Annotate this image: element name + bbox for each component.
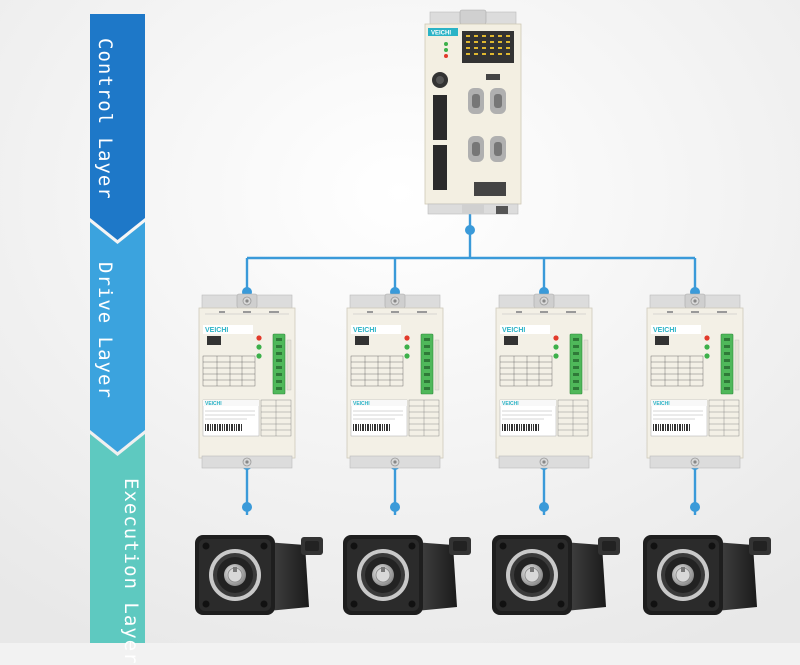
controller-brand: VEICHI (431, 31, 451, 37)
servo-motor-3 (491, 534, 621, 616)
servo-motor-2 (342, 534, 472, 616)
drive-label-brand: VEICHI (653, 401, 670, 407)
connector-dot (465, 225, 475, 235)
drive-brand: VEICHI (205, 327, 228, 334)
execution-layer-label-line1: Execution (120, 478, 142, 590)
drive-label-brand: VEICHI (205, 401, 222, 407)
connector-dot (539, 502, 549, 512)
drive-brand: VEICHI (502, 327, 525, 334)
connector-dot (690, 502, 700, 512)
servo-drive-4: VEICHI VEICHI (647, 294, 743, 468)
execution-layer-label-line2: Layer (120, 602, 142, 665)
servo-drive-2: VEICHI VEICHI (347, 294, 443, 468)
drive-brand: VEICHI (653, 327, 676, 334)
servo-drive-1: VEICHI VEICHI (199, 294, 295, 468)
execution-layer-band (90, 434, 145, 643)
drive-layer-band (90, 222, 145, 452)
connector-dot (242, 502, 252, 512)
layer-bands (90, 14, 145, 643)
drive-label-brand: VEICHI (502, 401, 519, 407)
control-layer-band (90, 14, 145, 240)
control-layer-label: Control Layer (94, 38, 116, 200)
drive-brand: VEICHI (353, 327, 376, 334)
layer-diagram: VEICHI (0, 0, 800, 643)
execution-layer-label: Execution Layer (92, 478, 142, 665)
drive-label-brand: VEICHI (353, 401, 370, 407)
plc-controller: VEICHI (424, 9, 522, 215)
servo-drive-3: VEICHI VEICHI (496, 294, 592, 468)
servo-motor-4 (642, 534, 772, 616)
connector-dot (390, 502, 400, 512)
servo-motor-1 (194, 534, 324, 616)
drive-layer-label: Drive Layer (94, 262, 116, 399)
